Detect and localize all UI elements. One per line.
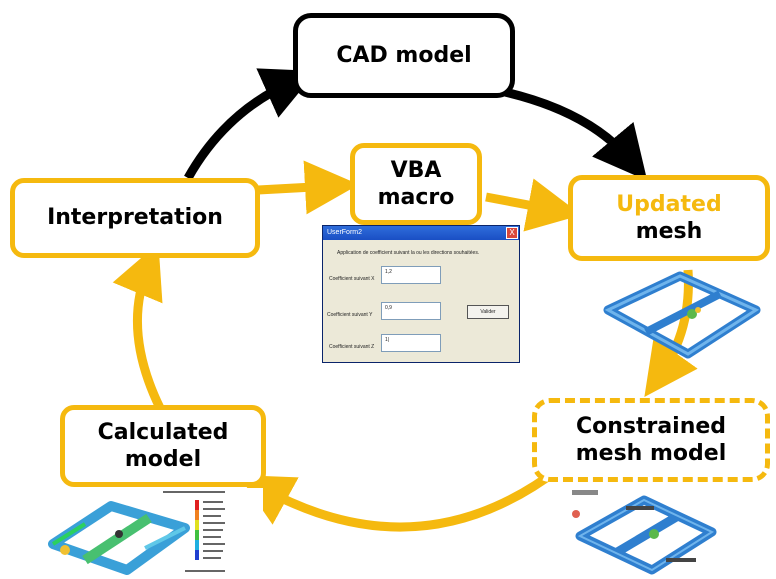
constrained-label-line2: mesh model bbox=[575, 441, 727, 466]
arrow-vba-to-updated bbox=[485, 178, 582, 232]
arrow-constrained-to-calculated bbox=[238, 464, 563, 532]
interpretation-label: Interpretation bbox=[47, 205, 223, 231]
arrow-calculated-to-interpretation bbox=[112, 243, 165, 410]
calculated-model-image bbox=[45, 488, 263, 578]
cad-model-label: CAD model bbox=[336, 42, 472, 68]
label-coefficient-x: Coefficient suivant X bbox=[329, 276, 375, 282]
calculated-label-line1: Calculated bbox=[97, 419, 229, 445]
node-vba-macro: VBA macro bbox=[350, 143, 482, 225]
node-interpretation: Interpretation bbox=[10, 178, 260, 258]
close-icon[interactable]: X bbox=[506, 227, 518, 239]
updated-label-line1: Updated bbox=[616, 191, 722, 217]
label-coefficient-z: Coefficient suivant Z bbox=[329, 344, 375, 350]
updated-mesh-image bbox=[603, 271, 761, 359]
arrow-interpretation-to-vba bbox=[257, 160, 359, 215]
node-calculated-model: Calculated model bbox=[60, 405, 266, 487]
vba-label-line2: macro bbox=[377, 185, 455, 210]
constrained-mesh-image bbox=[566, 486, 726, 578]
valider-button[interactable]: Valider bbox=[467, 305, 509, 319]
node-constrained-mesh-model: Constrained mesh model bbox=[532, 398, 770, 482]
node-cad-model: CAD model bbox=[293, 13, 515, 98]
arrow-interpretation-to-cad bbox=[184, 68, 317, 181]
constrained-label-line1: Constrained bbox=[575, 413, 727, 439]
vba-label-line1: VBA bbox=[390, 157, 442, 183]
userform-title: UserForm2 bbox=[327, 229, 363, 236]
input-coefficient-x[interactable]: 1,2 bbox=[381, 266, 441, 284]
node-updated-mesh: Updated mesh bbox=[568, 175, 770, 261]
label-coefficient-y: Coefficient suivant Y bbox=[327, 312, 373, 318]
calculated-label-line2: model bbox=[124, 447, 202, 472]
input-coefficient-y[interactable]: 0,9 bbox=[381, 302, 441, 320]
arrow-cad-to-updated bbox=[503, 87, 648, 181]
userform-instruction: Application de coefficient suivant la ou… bbox=[337, 250, 480, 256]
input-coefficient-z[interactable]: 1| bbox=[381, 334, 441, 352]
vba-userform-window: UserForm2 X Application de coefficient s… bbox=[322, 225, 520, 363]
userform-titlebar: UserForm2 X bbox=[323, 226, 519, 240]
updated-label-line2: mesh bbox=[635, 219, 703, 244]
